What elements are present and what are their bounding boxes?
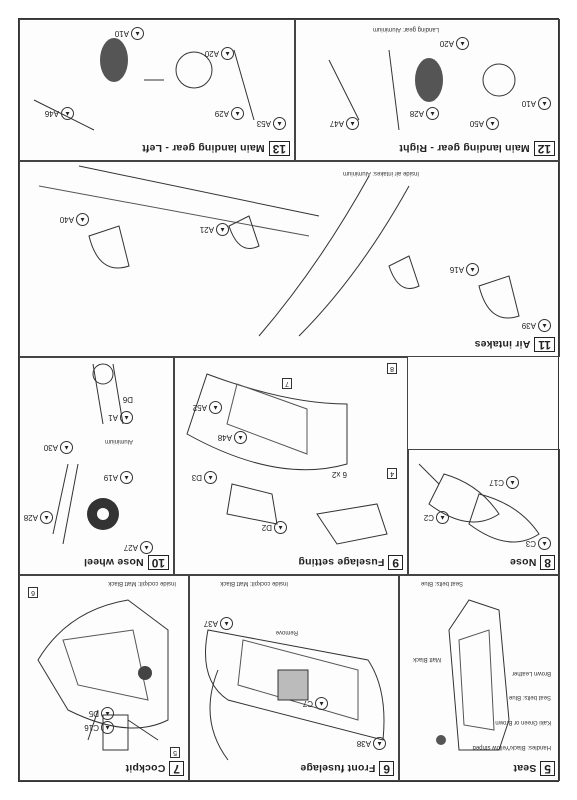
paint-note: Seat belts: Blue bbox=[508, 694, 551, 700]
ref-box: 8 bbox=[387, 363, 397, 374]
part-label: A19 bbox=[103, 473, 118, 482]
part-label: A21 bbox=[199, 225, 214, 234]
part-label: A10 bbox=[114, 29, 129, 38]
part-label: C3 bbox=[525, 539, 536, 548]
part-label: A52 bbox=[192, 403, 207, 412]
right-gear-drawing bbox=[328, 49, 516, 131]
part-label: A40 bbox=[59, 215, 74, 224]
fuselage-drawing bbox=[186, 373, 388, 545]
front-fuselage-drawing bbox=[205, 629, 385, 761]
paint-note: Kaki Green or Brown bbox=[495, 719, 551, 725]
part-label: A16 bbox=[449, 265, 464, 274]
part-label: A20 bbox=[439, 39, 454, 48]
part-label: A50 bbox=[469, 119, 484, 128]
paint-note: Inside cockpit: Matt Black bbox=[108, 580, 176, 586]
seat-drawing bbox=[436, 599, 510, 751]
part-label: A53 bbox=[256, 119, 271, 128]
paint-dot bbox=[138, 666, 152, 680]
ref-box: 5 bbox=[170, 747, 180, 758]
paint-note: Handles: Black/Yellow striped bbox=[472, 744, 552, 750]
part-label: A38 bbox=[356, 739, 371, 748]
nose-wheel-drawing bbox=[52, 363, 124, 545]
part-label: A27 bbox=[123, 543, 138, 552]
ref-box: 6 bbox=[28, 587, 38, 598]
part-label: A48 bbox=[217, 433, 232, 442]
part-label: A28 bbox=[23, 513, 38, 522]
part-label: A10 bbox=[521, 99, 536, 108]
remove-note: Remove bbox=[275, 629, 298, 635]
nose-drawing bbox=[418, 463, 540, 543]
part-label: C16 bbox=[84, 723, 99, 732]
part-label: A37 bbox=[203, 619, 218, 628]
cockpit-drawing bbox=[37, 599, 169, 751]
air-intakes-drawing bbox=[38, 165, 520, 337]
paint-note: Aluminium bbox=[104, 438, 133, 444]
ref-box: 4 bbox=[387, 468, 397, 479]
part-label: A47 bbox=[329, 119, 344, 128]
part-label: D5 bbox=[88, 709, 99, 718]
ref-text: 6 x2 bbox=[331, 470, 347, 479]
paint-note: Landing gear: Aluminium bbox=[372, 26, 439, 32]
paint-note: Inside air intakes: Aluminium bbox=[342, 170, 419, 176]
part-label: D2 bbox=[261, 523, 272, 532]
part-label: D6 bbox=[122, 395, 133, 404]
part-label: C7 bbox=[302, 699, 313, 708]
left-gear-drawing bbox=[33, 38, 255, 131]
paint-note: Inside cockpit: Matt Black bbox=[220, 580, 288, 586]
part-label: A46 bbox=[44, 109, 59, 118]
part-label: A39 bbox=[521, 321, 536, 330]
part-label: A1 bbox=[108, 413, 118, 422]
paint-note: Brown Leather bbox=[511, 670, 551, 676]
part-label: A29 bbox=[214, 109, 229, 118]
part-label: C2 bbox=[423, 513, 434, 522]
ref-box: 7 bbox=[282, 378, 292, 389]
part-label: D3 bbox=[191, 473, 202, 482]
part-label: A28 bbox=[409, 109, 424, 118]
part-label: A20 bbox=[204, 49, 219, 58]
part-label: C17 bbox=[489, 478, 504, 487]
part-label: A30 bbox=[43, 443, 58, 452]
paint-note: Matt Black bbox=[412, 656, 441, 662]
paint-note: Seat belts: Blue bbox=[420, 580, 463, 586]
